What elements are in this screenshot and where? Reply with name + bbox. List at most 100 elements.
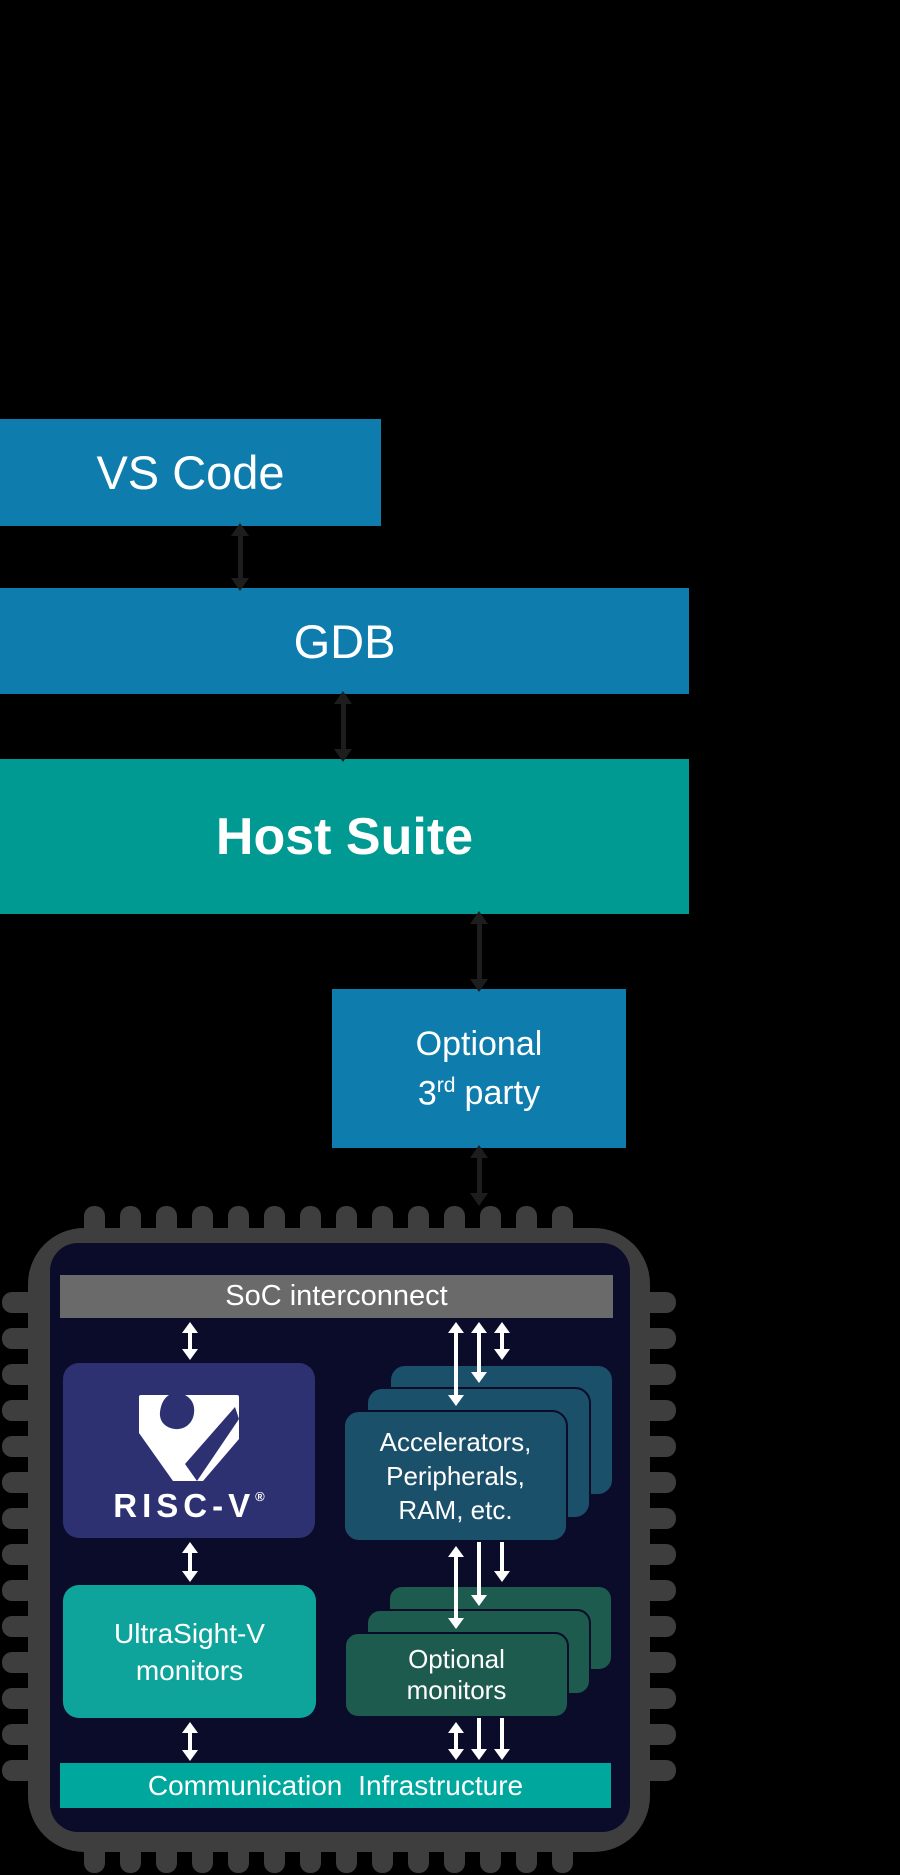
- chip-pin: [120, 1840, 141, 1873]
- riscv-wordmark-text: RISC-V: [113, 1487, 256, 1524]
- gdb-box: GDB: [0, 588, 689, 694]
- registered-mark: ®: [255, 1489, 265, 1504]
- arrow-accel-optmon-back-icon: [494, 1542, 510, 1582]
- chip-pin: [2, 1760, 36, 1781]
- arrow-soc-accel-front-icon: [448, 1322, 464, 1406]
- gdb-label: GDB: [293, 614, 396, 668]
- chip-pin: [2, 1544, 36, 1565]
- chip-pin: [640, 1580, 676, 1601]
- accelerators-line3: RAM, etc.: [398, 1495, 513, 1525]
- chip-pin: [120, 1206, 141, 1240]
- accelerators-card-front: Accelerators, Peripherals, RAM, etc.: [343, 1410, 568, 1542]
- chip-pin: [372, 1206, 393, 1240]
- ordinal-suffix: rd: [436, 1073, 456, 1097]
- arrow-ultrasight-comm-icon: [182, 1722, 198, 1761]
- chip-pin: [2, 1364, 36, 1385]
- chip-pin: [2, 1688, 36, 1709]
- riscv-core-box: RISC-V®: [63, 1363, 315, 1538]
- optional-monitors-label: Optional monitors: [346, 1634, 567, 1716]
- chip-pin: [640, 1616, 676, 1637]
- chip-pin: [336, 1206, 357, 1240]
- accelerators-line2: Peripherals,: [386, 1461, 525, 1491]
- chip-pin: [84, 1206, 105, 1240]
- chip-pin: [228, 1206, 249, 1240]
- optional-3rd-party-line1: Optional: [415, 1024, 543, 1063]
- accelerators-label: Accelerators, Peripherals, RAM, etc.: [345, 1412, 566, 1540]
- ordinal-rest: party: [464, 1074, 541, 1113]
- riscv-logo-icon: [139, 1395, 239, 1481]
- arrow-optmon-comm-middle-icon: [471, 1718, 487, 1760]
- ultrasight-monitors-box: UltraSight-V monitors: [63, 1585, 316, 1718]
- chip-pin: [300, 1206, 321, 1240]
- chip-pin: [192, 1840, 213, 1873]
- chip-pin: [2, 1400, 36, 1421]
- chip-pin: [640, 1760, 676, 1781]
- chip-pin: [84, 1840, 105, 1873]
- chip-pin: [408, 1840, 429, 1873]
- arrow-optmon-comm-back-icon: [494, 1718, 510, 1760]
- chip-pin: [2, 1436, 36, 1457]
- chip-pin: [264, 1840, 285, 1873]
- accelerators-line1: Accelerators,: [379, 1427, 532, 1457]
- chip-pin: [640, 1364, 676, 1385]
- arrow-optmon-comm-front-icon: [448, 1722, 464, 1760]
- arrow-vscode-gdb-icon: [229, 523, 251, 591]
- chip-pin: [480, 1206, 501, 1240]
- arrow-optional-chip-icon: [468, 1145, 490, 1206]
- arrow-riscv-ultrasight-icon: [182, 1542, 198, 1582]
- chip-pins-left: [2, 1292, 36, 1781]
- chip-pin: [444, 1206, 465, 1240]
- communication-infrastructure-label: Communication Infrastructure: [147, 1769, 524, 1801]
- chip-pin: [444, 1840, 465, 1873]
- arrow-gdb-hostsuite-icon: [332, 691, 354, 762]
- chip-pin: [480, 1840, 501, 1873]
- arrow-accel-optmon-middle-icon: [471, 1542, 487, 1606]
- chip-pin: [2, 1652, 36, 1673]
- optional-monitors-line1: Optional: [408, 1644, 505, 1674]
- arrow-accel-optmon-front-icon: [448, 1546, 464, 1629]
- chip-pin: [336, 1840, 357, 1873]
- chip-pins-bottom: [84, 1840, 573, 1873]
- chip-pin: [228, 1840, 249, 1873]
- ultrasight-line2: monitors: [135, 1654, 244, 1686]
- chip-pin: [2, 1292, 36, 1313]
- chip-pin: [2, 1328, 36, 1349]
- chip-pin: [640, 1400, 676, 1421]
- arrow-soc-accel-middle-icon: [471, 1322, 487, 1383]
- arrow-soc-riscv-icon: [182, 1322, 198, 1360]
- optional-monitors-line2: monitors: [406, 1675, 507, 1705]
- arrow-soc-accel-back-icon: [494, 1322, 510, 1360]
- chip-pin: [264, 1206, 285, 1240]
- chip-pin: [640, 1472, 676, 1493]
- chip-pin: [640, 1328, 676, 1349]
- host-suite-box: Host Suite: [0, 759, 689, 914]
- chip-pin: [552, 1206, 573, 1240]
- chip-pin: [192, 1206, 213, 1240]
- arrow-hostsuite-optional-icon: [468, 911, 490, 992]
- chip-pin: [408, 1206, 429, 1240]
- chip-pin: [2, 1580, 36, 1601]
- chip-pin: [516, 1840, 537, 1873]
- chip-pin: [640, 1544, 676, 1565]
- chip-pin: [2, 1508, 36, 1529]
- soc-interconnect-bar: SoC interconnect: [60, 1275, 613, 1318]
- chip-pin: [2, 1724, 36, 1745]
- soc-interconnect-label: SoC interconnect: [225, 1280, 448, 1312]
- chip-pin: [640, 1292, 676, 1313]
- chip-pin: [640, 1436, 676, 1457]
- chip-pin: [552, 1840, 573, 1873]
- host-suite-label: Host Suite: [215, 807, 474, 866]
- chip-pin: [372, 1840, 393, 1873]
- chip-pin: [640, 1688, 676, 1709]
- ultrasight-line1: UltraSight-V: [114, 1617, 265, 1649]
- chip-pin: [640, 1508, 676, 1529]
- chip-pin: [156, 1840, 177, 1873]
- chip-pin: [156, 1206, 177, 1240]
- chip-pin: [640, 1724, 676, 1745]
- chip-pin: [300, 1840, 321, 1873]
- chip-pin: [640, 1652, 676, 1673]
- riscv-wordmark: RISC-V®: [113, 1487, 264, 1525]
